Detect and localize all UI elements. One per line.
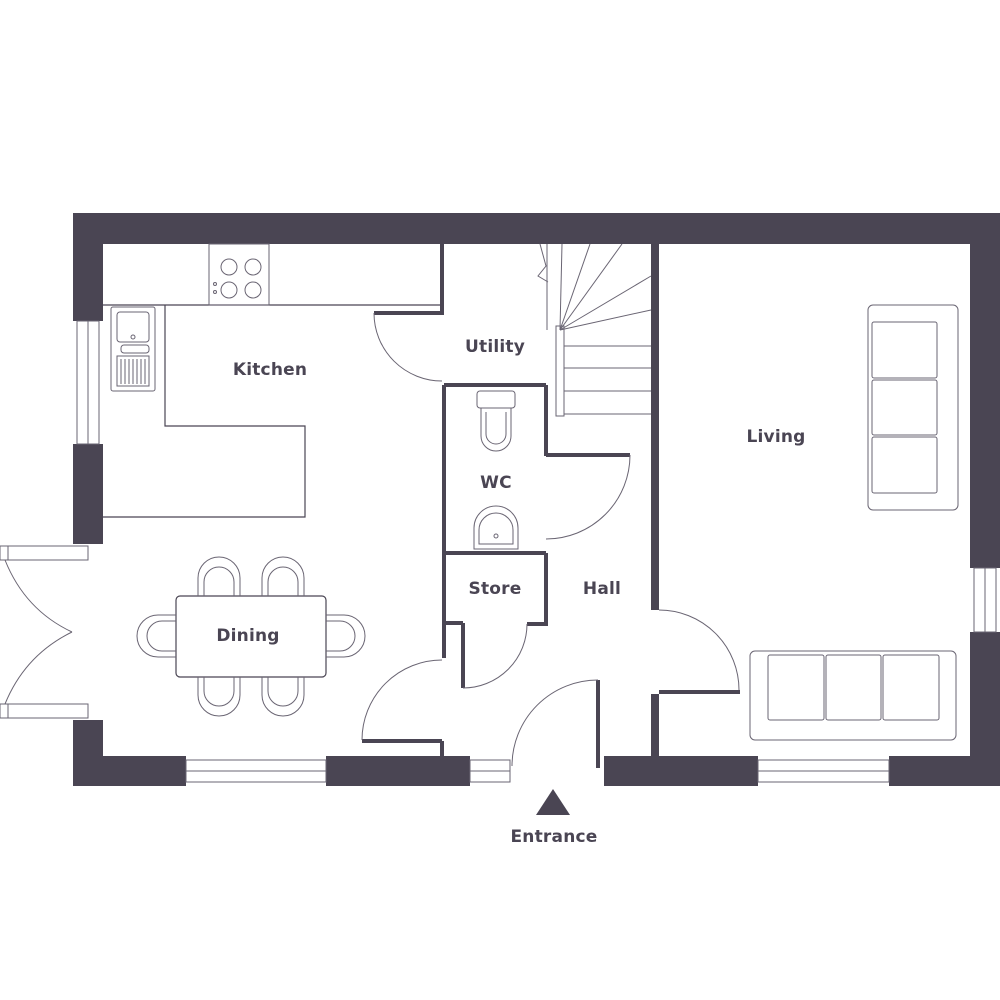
dining-set: [136, 556, 366, 717]
french-doors: [0, 545, 89, 719]
room-label-dining: Dining: [216, 626, 280, 646]
entrance-label: Entrance: [510, 827, 598, 847]
room-label-store: Store: [468, 579, 522, 599]
staircase: [537, 243, 652, 417]
kitchen-fixtures: [103, 243, 442, 518]
wc-fixtures: [473, 390, 519, 550]
interior-walls: [362, 244, 740, 768]
door-swings: [361, 312, 740, 767]
room-label-kitchen: Kitchen: [232, 360, 308, 380]
entrance-arrow-icon: [536, 789, 570, 815]
room-label-utility: Utility: [464, 337, 526, 357]
exterior-walls: [73, 213, 1000, 786]
living-furniture: [749, 304, 959, 741]
room-label-hall: Hall: [582, 579, 622, 599]
room-label-living: Living: [746, 427, 806, 447]
room-label-wc: WC: [480, 473, 512, 493]
windows: [76, 320, 997, 783]
